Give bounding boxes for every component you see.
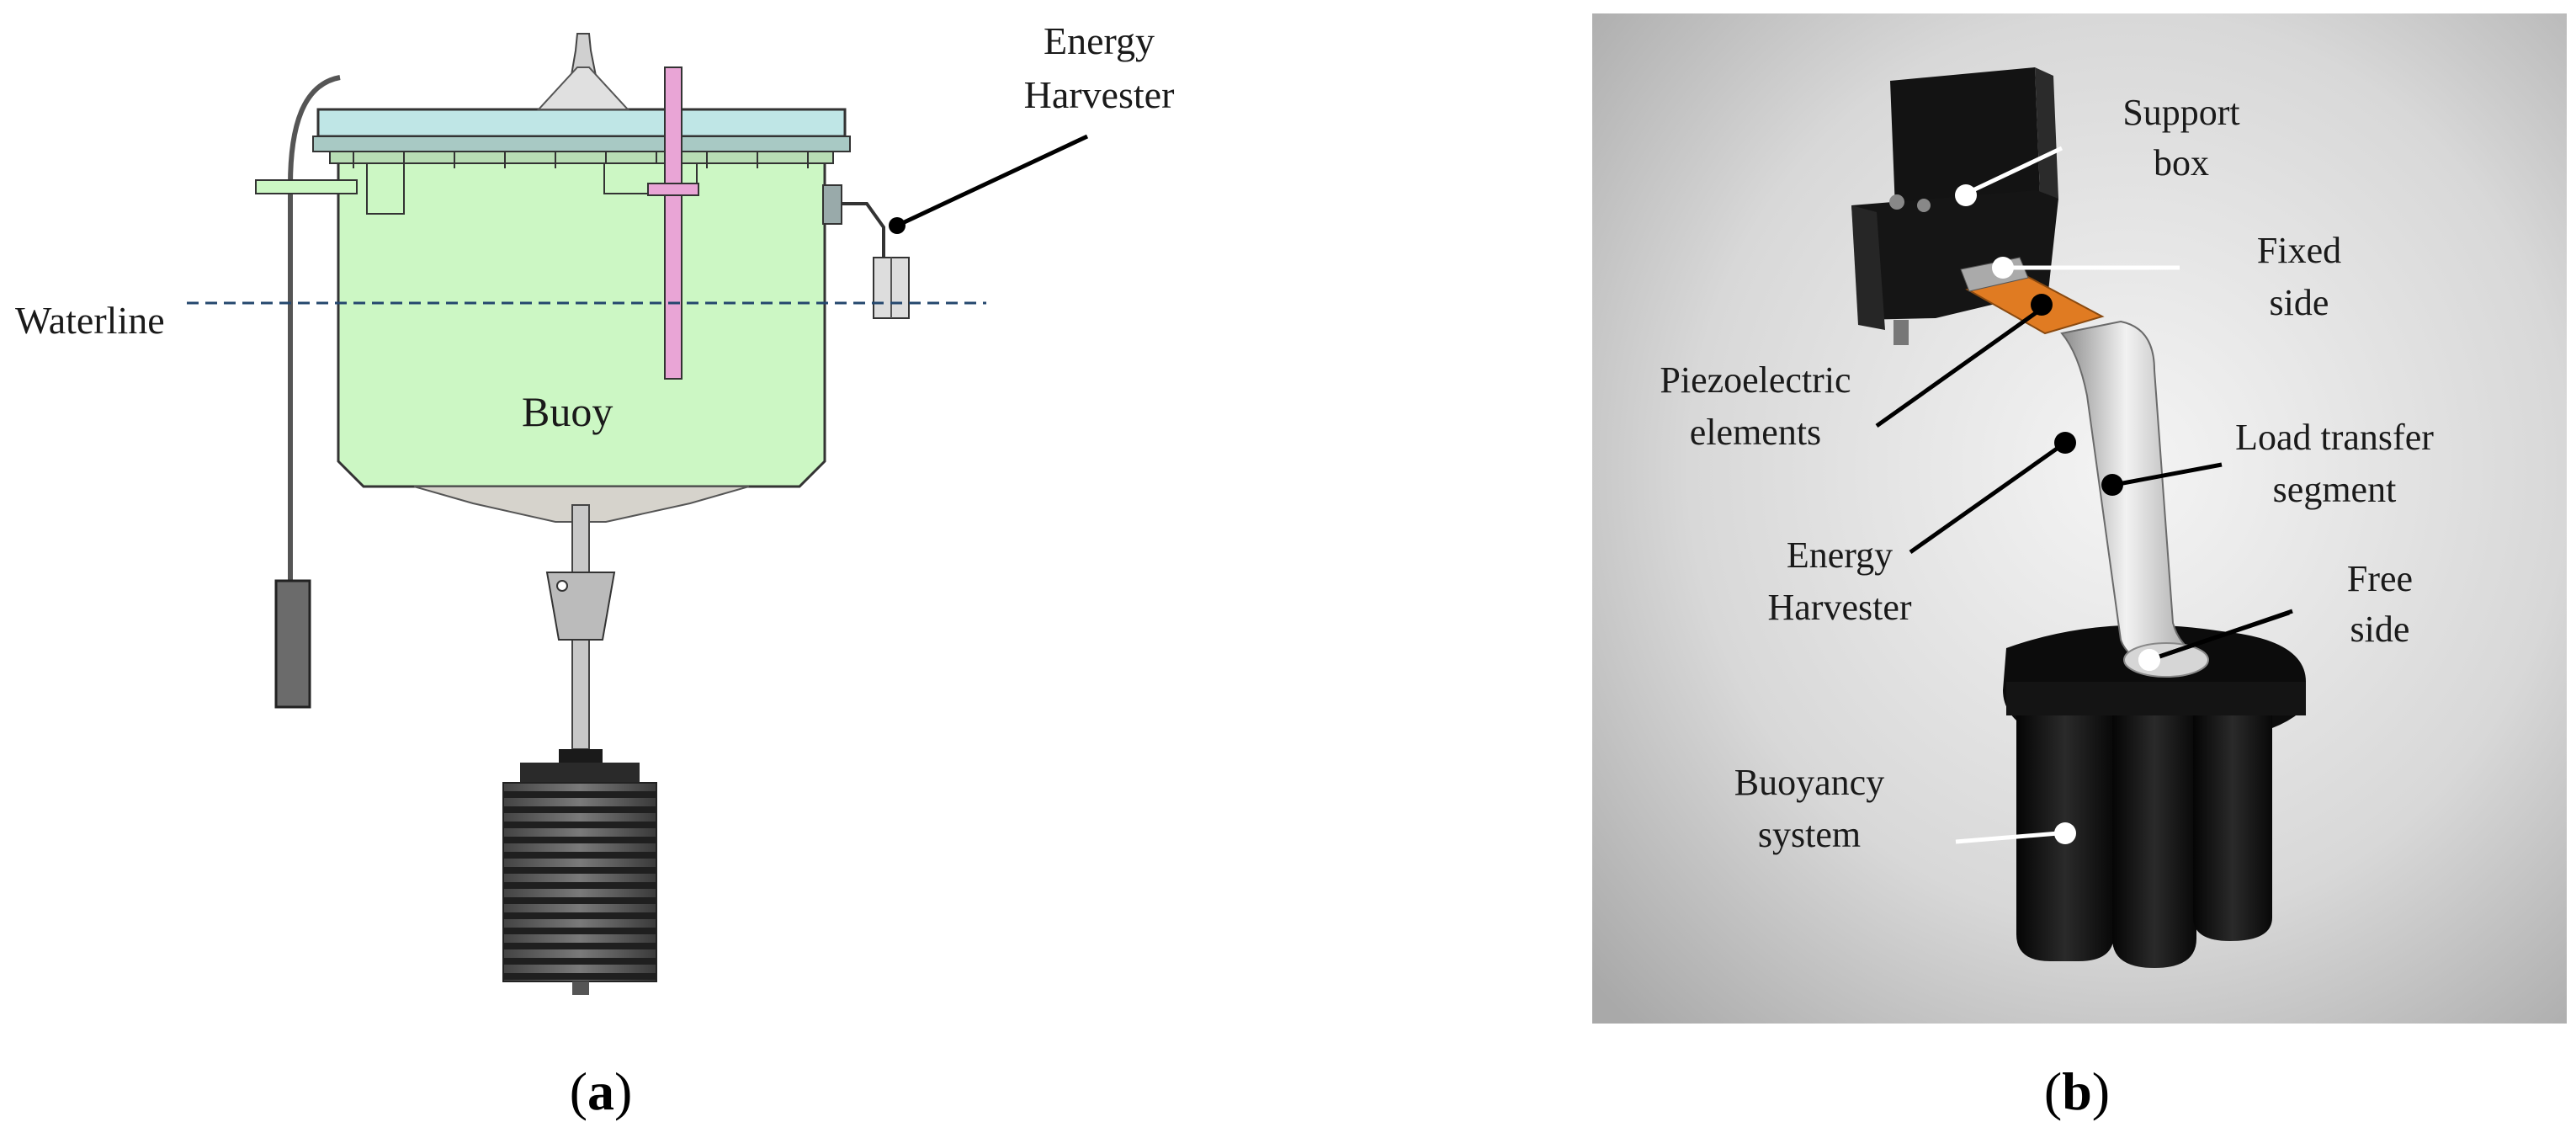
cable-weight [274,579,311,709]
leader-lines-b [1955,146,2180,844]
buoy-body [337,160,826,488]
label-waterline: Waterline [15,299,165,342]
label-load-transfer-line1: Load transfer [2235,417,2434,458]
leader-dot-free-side [2138,649,2160,671]
buoy-lid-plate [316,108,847,138]
counterweight [502,782,657,982]
free-side-mount [2123,642,2209,678]
leader-free-side [2159,609,2293,659]
label-piezoelectric-line2: elements [1690,412,1821,453]
weight-collar [520,763,640,784]
label-energy-harvester-a-line1: Energy [1044,19,1155,62]
label-energy-harvester-a-line2: Harvester [1024,73,1175,116]
top-mast-tip [536,66,630,110]
label-fixed-side-line2: side [2270,282,2329,323]
label-buoyancy-line2: system [1758,814,1861,855]
cable-line [288,75,341,581]
pink-rod [664,66,683,380]
leader-dot-energy-harvester-a [889,217,906,234]
caption-a: (a) [570,1061,633,1121]
label-piezoelectric-line1: Piezoelectric [1660,359,1851,401]
label-fixed-side-line1: Fixed [2257,230,2341,271]
label-free-side-line1: Free [2347,558,2413,599]
label-buoyancy-line1: Buoyancy [1734,762,1884,803]
harvester-mount [822,184,842,225]
label-support-box-line1: Support [2122,92,2239,133]
buoy-lid-rim [312,136,851,152]
leader-dots-b-black [2031,294,2123,496]
leader-energy-harvester-a [895,134,1089,228]
panel-b-render: Support box Fixed side Piezoelectric ele… [1592,13,2567,1121]
harvester-arm [842,202,885,261]
label-energy-harvester-b-line1: Energy [1787,534,1893,576]
weight-bolt [572,981,589,995]
pink-rod-clamp [647,183,699,196]
label-buoy: Buoy [522,388,613,435]
label-energy-harvester-b-line2: Harvester [1767,587,1911,628]
label-free-side-line2: side [2350,609,2410,650]
label-load-transfer-line2: segment [2273,469,2397,510]
panel-a-buoy-drawing: Energy Harvester Waterline Buoy (a) [15,19,1174,1121]
label-support-box-line2: box [2154,142,2209,183]
caption-b: (b) [2044,1061,2110,1121]
left-bracket-block [366,162,405,215]
shaft-shackle [545,572,616,641]
left-bracket [255,179,358,194]
